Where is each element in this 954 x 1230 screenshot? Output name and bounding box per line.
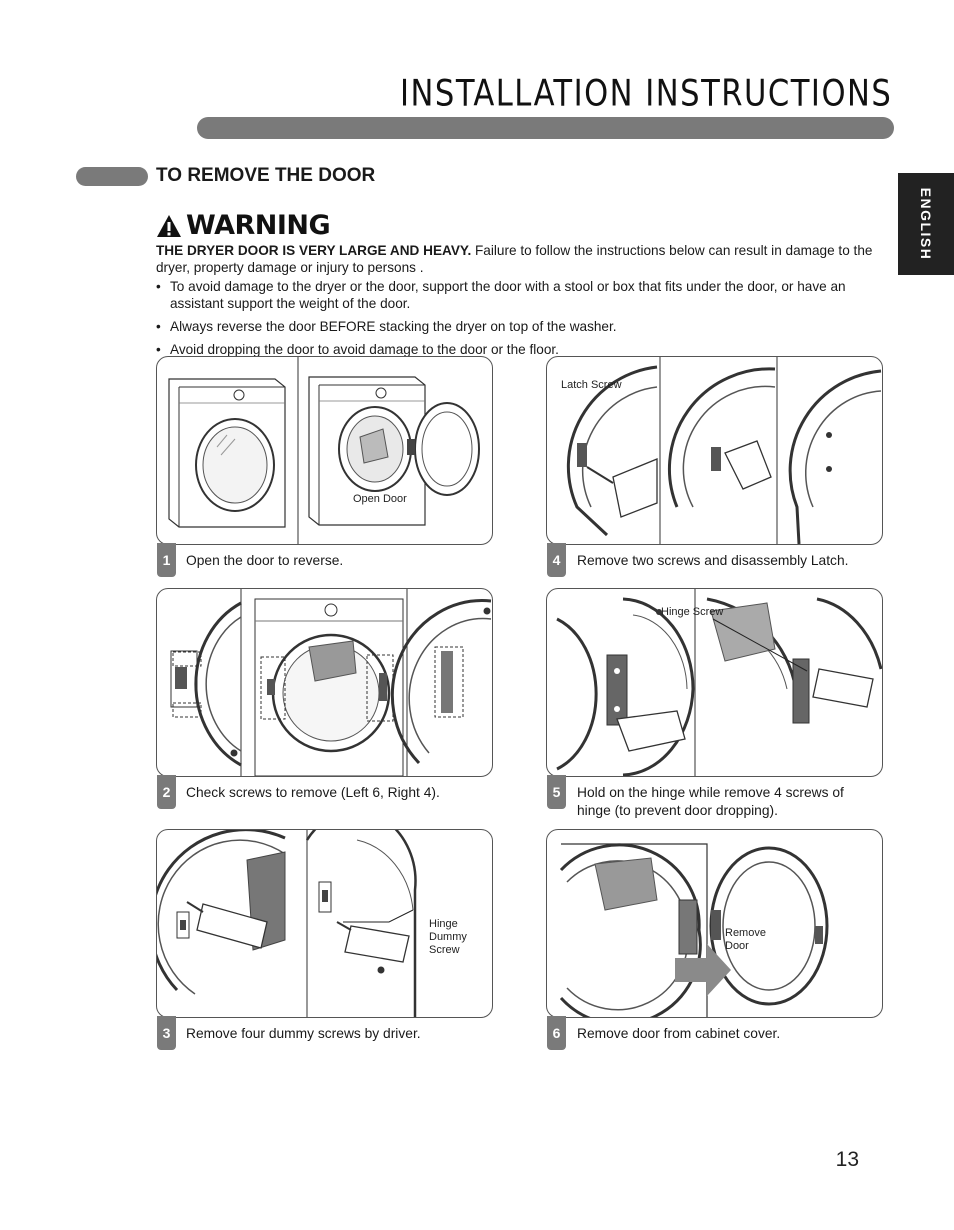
step-1-illustration: Open Door: [156, 356, 493, 545]
page-number: 13: [835, 1148, 859, 1171]
step-4-number: 4: [547, 543, 566, 577]
step-6-illustration: Remove Door: [546, 829, 883, 1018]
warning-bullet: Avoid dropping the door to avoid damage …: [156, 341, 880, 358]
screw-locations-drawing: [170, 589, 492, 776]
step-2-text: Check screws to remove (Left 6, Right 4)…: [186, 785, 440, 800]
warning-lead: THE DRYER DOOR IS VERY LARGE AND HEAVY. …: [156, 243, 873, 275]
step-4-text: Remove two screws and disassembly Latch.: [577, 553, 849, 568]
latch-removal-drawing: [566, 357, 882, 544]
step-2-illustration: [156, 588, 493, 777]
language-tab: ENGLISH: [898, 173, 954, 275]
language-tab-label: ENGLISH: [918, 187, 934, 261]
step-1-number: 1: [157, 543, 176, 577]
section-pill: [76, 167, 148, 186]
step-3-illustration: Hinge Dummy Screw: [156, 829, 493, 1018]
step-2-number: 2: [157, 775, 176, 809]
dryer-closed-and-open-drawing: [168, 357, 480, 544]
step-5-illustration: Hinge Screw: [546, 588, 883, 777]
page-title: INSTALLATION INSTRUCTIONS: [400, 72, 893, 116]
dummy-screw-removal-drawing: [157, 830, 417, 1017]
warning-word: WARNING: [186, 210, 331, 241]
warning-triangle-icon: [157, 214, 181, 237]
section-title: TO REMOVE THE DOOR: [156, 165, 376, 186]
latch-screw-label: Latch Screw: [561, 379, 622, 391]
warning-text: THE DRYER DOOR IS VERY LARGE AND HEAVY. …: [156, 242, 880, 358]
open-door-label: Open Door: [353, 493, 407, 505]
hinge-dummy-screw-label: Hinge Dummy Screw: [429, 918, 467, 956]
title-bar: [197, 117, 894, 139]
step-5-text: Hold on the hinge while remove 4 screws …: [577, 785, 844, 818]
step-1-text: Open the door to reverse.: [186, 553, 344, 568]
step-5-number: 5: [547, 775, 566, 809]
warning-bullet: To avoid damage to the dryer or the door…: [156, 278, 880, 312]
step-6-text: Remove door from cabinet cover.: [577, 1026, 781, 1041]
door-removal-drawing: [559, 843, 829, 1017]
warning-heading: WARNING: [156, 210, 331, 241]
step-3-number: 3: [157, 1016, 176, 1050]
hinge-screw-label: Hinge Screw: [661, 606, 724, 618]
step-4-illustration: Latch Screw: [546, 356, 883, 545]
step-6-number: 6: [547, 1016, 566, 1050]
step-3-text: Remove four dummy screws by driver.: [186, 1026, 421, 1041]
remove-door-label: Remove Door: [725, 927, 766, 952]
hinge-removal-drawing: [556, 589, 882, 776]
warning-bullet: Always reverse the door BEFORE stacking …: [156, 318, 880, 335]
